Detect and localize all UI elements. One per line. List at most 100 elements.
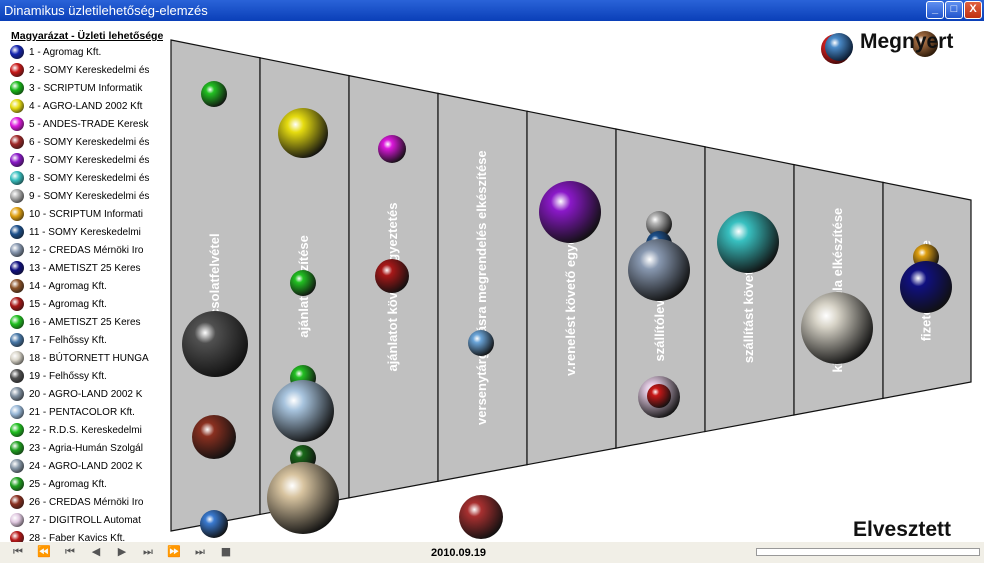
won-label: Megnyert (860, 30, 954, 53)
legend-item[interactable]: 26 - CREDAS Mérnöki Iro (10, 493, 143, 511)
legend-item[interactable]: 15 - Agromag Kft. (10, 295, 107, 313)
opportunity-ball[interactable] (900, 261, 952, 313)
legend-ball-icon (10, 423, 24, 437)
first-button[interactable]: ⏮ (13, 545, 23, 558)
legend-label: 25 - Agromag Kft. (29, 478, 107, 490)
opportunity-ball[interactable] (646, 211, 672, 237)
legend-panel: Magyarázat - Üzleti lehetőségek 1 - Agro… (0, 24, 163, 542)
legend-label: 14 - Agromag Kft. (29, 280, 107, 292)
minimize-button[interactable]: _ (926, 1, 944, 19)
legend-item[interactable]: 2 - SOMY Kereskedelmi és (10, 61, 149, 79)
legend-item[interactable]: 18 - BÚTORNETT HUNGA (10, 349, 149, 367)
legend-item[interactable]: 7 - SOMY Kereskedelmi és (10, 151, 149, 169)
opportunity-ball[interactable] (717, 211, 779, 273)
step-forward-button[interactable]: ⏭ (143, 545, 153, 558)
won-balls (821, 31, 938, 64)
legend-item[interactable]: 13 - AMETISZT 25 Keres (10, 259, 141, 277)
legend-ball-icon (10, 243, 24, 257)
legend-ball-icon (10, 45, 24, 59)
legend-label: 12 - CREDAS Mérnöki Iro (29, 244, 144, 256)
won-ball-icon (825, 33, 853, 61)
opportunity-ball[interactable] (468, 330, 494, 356)
legend-ball-icon (10, 279, 24, 293)
opportunity-ball[interactable] (182, 311, 248, 377)
opportunity-ball[interactable] (192, 415, 236, 459)
legend-label: 28 - Faber Kavics Kft. (29, 532, 126, 543)
play-button[interactable]: ▶ (117, 545, 127, 558)
legend-ball-icon (10, 459, 24, 473)
legend-item[interactable]: 4 - AGRO-LAND 2002 Kft (10, 97, 142, 115)
legend-label: 1 - Agromag Kft. (29, 46, 102, 58)
legend-ball-icon (10, 387, 24, 401)
current-date: 2010.09.19 (431, 547, 487, 559)
legend-item[interactable]: 10 - SCRIPTUM Informati (10, 205, 143, 223)
opportunity-ball[interactable] (201, 81, 227, 107)
legend-item[interactable]: 11 - SOMY Kereskedelmi (10, 223, 141, 241)
legend-label: 7 - SOMY Kereskedelmi és (29, 154, 150, 166)
legend-ball-icon (10, 135, 24, 149)
legend-label: 19 - Felhőssy Kft. (29, 370, 107, 382)
opportunity-ball[interactable] (378, 135, 406, 163)
opportunity-ball[interactable] (647, 384, 671, 408)
legend-title: Magyarázat - Üzleti lehetőségek (11, 30, 163, 42)
legend-label: 11 - SOMY Kereskedelmi (29, 226, 141, 238)
legend-label: 10 - SCRIPTUM Informati (29, 208, 143, 220)
opportunity-ball[interactable] (628, 239, 690, 301)
timeline-scrollbar[interactable] (756, 548, 980, 556)
legend-label: 23 - Agria-Humán Szolgál (29, 442, 143, 454)
legend-item[interactable]: 8 - SOMY Kereskedelmi és (10, 169, 149, 187)
stop-button[interactable]: ■ (220, 545, 232, 558)
funnel-chart: kapcsolatfelvételajánlat készítéseajánla… (170, 39, 972, 539)
legend-ball-icon (10, 117, 24, 131)
opportunity-ball[interactable] (801, 292, 873, 364)
close-button[interactable]: X (964, 1, 982, 19)
fast-rewind-button[interactable]: ⏪ (37, 545, 51, 558)
funnel-stage-label: v.renelést követő egyeztetés (563, 201, 578, 376)
legend-item[interactable]: 27 - DIGITROLL Automat (10, 511, 141, 529)
opportunity-ball[interactable] (267, 462, 339, 534)
player-bar: ⏮ ⏪ ⏮ ◀ ▶ ⏭ ⏩ ⏭ ■ 2010.09.19 (0, 542, 984, 563)
last-button[interactable]: ⏭ (195, 545, 205, 558)
legend-item[interactable]: 19 - Felhőssy Kft. (10, 367, 107, 385)
step-back-button[interactable]: ⏮ (65, 545, 75, 558)
legend-ball-icon (10, 63, 24, 77)
opportunity-ball[interactable] (375, 259, 409, 293)
legend-label: 24 - AGRO-LAND 2002 K (29, 460, 143, 472)
fast-forward-button[interactable]: ⏩ (167, 545, 181, 558)
rewind-button[interactable]: ◀ (91, 545, 101, 558)
legend-ball-icon (10, 189, 24, 203)
legend-item[interactable]: 12 - CREDAS Mérnöki Iro (10, 241, 143, 259)
opportunity-ball[interactable] (272, 380, 334, 442)
maximize-button[interactable]: □ (945, 1, 963, 19)
legend-item[interactable]: 6 - SOMY Kereskedelmi és (10, 133, 149, 151)
opportunity-ball[interactable] (290, 270, 316, 296)
legend-item[interactable]: 20 - AGRO-LAND 2002 K (10, 385, 142, 403)
legend-ball-icon (10, 297, 24, 311)
legend-item[interactable]: 16 - AMETISZT 25 Keres (10, 313, 141, 331)
legend-item[interactable]: 1 - Agromag Kft. (10, 43, 101, 61)
opportunity-ball[interactable] (539, 181, 601, 243)
opportunity-ball[interactable] (200, 510, 228, 538)
opportunity-ball[interactable] (459, 495, 503, 539)
legend-item[interactable]: 21 - PENTACOLOR Kft. (10, 403, 135, 421)
legend-item[interactable]: 9 - SOMY Kereskedelmi és (10, 187, 149, 205)
legend-ball-icon (10, 207, 24, 221)
legend-label: 5 - ANDES-TRADE Keresk (29, 118, 149, 130)
legend-item[interactable]: 3 - SCRIPTUM Informatik (10, 79, 142, 97)
legend-item[interactable]: 17 - Felhőssy Kft. (10, 331, 107, 349)
legend-label: 20 - AGRO-LAND 2002 K (29, 388, 143, 400)
legend-ball-icon (10, 315, 24, 329)
legend-item[interactable]: 23 - Agria-Humán Szolgál (10, 439, 143, 457)
legend-item[interactable]: 25 - Agromag Kft. (10, 475, 107, 493)
window-title: Dinamikus üzletilehetőség-elemzés (4, 3, 208, 18)
legend-label: 18 - BÚTORNETT HUNGA (29, 352, 149, 364)
legend-item[interactable]: 28 - Faber Kavics Kft. (10, 529, 125, 542)
legend-item[interactable]: 14 - Agromag Kft. (10, 277, 107, 295)
legend-item[interactable]: 5 - ANDES-TRADE Keresk (10, 115, 148, 133)
opportunity-ball[interactable] (278, 108, 328, 158)
legend-item[interactable]: 24 - AGRO-LAND 2002 K (10, 457, 142, 475)
legend-item[interactable]: 22 - R.D.S. Kereskedelmi (10, 421, 142, 439)
legend-ball-icon (10, 225, 24, 239)
legend-label: 15 - Agromag Kft. (29, 298, 107, 310)
legend-ball-icon (10, 261, 24, 275)
